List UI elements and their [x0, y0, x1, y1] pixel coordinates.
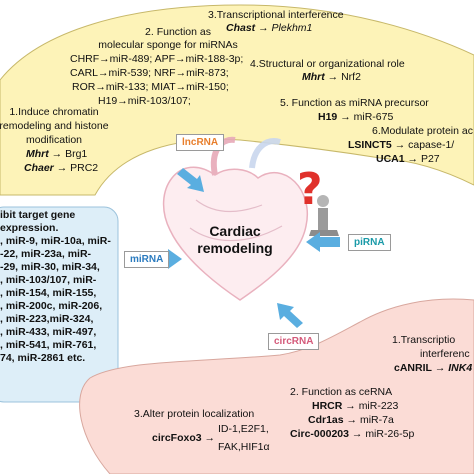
circ-f2-row-3: Circ-000203 → miR-26-5p — [290, 428, 414, 441]
target: capase-1/ — [408, 139, 455, 151]
arrow-circrna-icon — [277, 303, 303, 328]
lnc-f1-row-2: Chaer → PRC2 — [24, 162, 98, 175]
circ-f2-title: 2. Function as ceRNA — [290, 386, 393, 398]
question-mark-icon: ? — [297, 164, 323, 215]
lnc-f1-title-3: modification — [25, 134, 83, 146]
mirna-box — [0, 206, 119, 403]
arrow-pirna-icon — [306, 232, 340, 252]
gene: UCA1 — [376, 153, 405, 165]
lnc-f2-row-3: ROR→miR-133; MIAT→miR-150; — [72, 81, 229, 93]
arrow: → — [56, 162, 68, 174]
lnc-f6-title: 6.Modulate protein ac — [372, 125, 473, 137]
gene: cANRIL — [394, 362, 432, 374]
target: miR-26-5p — [365, 428, 415, 440]
target: INK4 — [448, 362, 473, 374]
arrow: → — [327, 71, 339, 83]
mirna-line: ibit target gene — [0, 209, 76, 221]
gene: Mhrt — [26, 148, 49, 160]
mirna-line: , miR-541, miR-761, — [0, 339, 97, 351]
circ-f2-row-2: Cdr1as → miR-7a — [308, 414, 394, 427]
target: miR-7a — [359, 414, 394, 426]
gene: Circ-000203 — [290, 428, 349, 440]
lnc-f5-row: H19 → miR-675 — [318, 111, 393, 124]
lnc-f1-row-1: Mhrt → Brg1 — [26, 148, 87, 161]
arrow: → — [51, 148, 63, 160]
gene: Chaer — [24, 162, 54, 174]
arrow: → — [351, 428, 363, 440]
circ-f2-row-1: HRCR → miR-223 — [312, 400, 398, 413]
arrow: → — [345, 400, 356, 412]
mirna-label: miRNA — [124, 251, 170, 268]
lnc-f2-row-4: H19→miR-103/107; — [98, 95, 191, 107]
pirna-label: piRNA — [348, 234, 391, 251]
gene: Mhrt — [302, 71, 325, 83]
circ-f3-target-1: ID-1,E2F1, — [218, 423, 269, 435]
circ-f3-row: circFoxo3 → — [152, 432, 215, 445]
circrna-band — [79, 298, 474, 474]
gene: LSINCT5 — [348, 139, 392, 151]
mirna-line: , miR-223,miR-324, — [0, 313, 94, 325]
arrow: → — [258, 22, 269, 34]
arrow: → — [204, 432, 216, 444]
gene: H19 — [318, 111, 338, 123]
lncrna-label: lncRNA — [176, 134, 225, 151]
lnc-f4-title: 4.Structural or organizational role — [250, 58, 405, 70]
circ-f1-title-1: 1.Transcriptio — [392, 334, 456, 346]
lnc-f1-title-1: 1.Induce chromatin — [9, 106, 99, 118]
circ-f1-title-2: interferenc — [420, 348, 470, 360]
arrow: → — [394, 139, 406, 151]
lnc-f1-title-2: remodeling and histone — [0, 120, 109, 132]
lnc-f3-row: Chast → Plekhm1 — [226, 22, 312, 35]
lnc-f4-row: Mhrt → Nrf2 — [302, 71, 361, 84]
circ-f1-row: cANRIL → INK4 — [394, 362, 472, 375]
target: PRC2 — [70, 162, 99, 174]
mirna-line: , miR-103/107, miR- — [0, 274, 97, 286]
mirna-line: , miR-9, miR-10a, miR- — [0, 235, 111, 247]
mirna-line: , miR-433, miR-497, — [0, 326, 97, 338]
mirna-line: , miR-154, miR-155, — [0, 287, 97, 299]
gene: Chast — [226, 22, 256, 34]
circ-f3-title: 3.Alter protein localization — [134, 408, 255, 420]
mirna-list: ibit target gene expression. , miR-9, mi… — [0, 209, 118, 365]
lnc-f5-title: 5. Function as miRNA precursor — [280, 97, 429, 109]
arrow: → — [340, 111, 351, 123]
target: Plekhm1 — [271, 22, 313, 34]
gene: HRCR — [312, 400, 343, 412]
lnc-f6-row-1: LSINCT5 → capase-1/ — [348, 139, 454, 152]
mirna-line: expression. — [0, 222, 59, 234]
mirna-line: -22, miR-23a, miR- — [0, 248, 92, 260]
lnc-f2-row-1: CHRF→miR-489; APF→miR-188-3p; — [70, 53, 244, 65]
center-title-line-2: remodeling — [197, 240, 273, 256]
circ-f3-target-2: FAK,HIF1α — [218, 441, 270, 453]
mirna-line: -29, miR-30, miR-34, — [0, 261, 100, 273]
lnc-f2-title-1: 2. Function as — [145, 26, 211, 38]
gene: circFoxo3 — [152, 432, 202, 444]
mirna-line: 74, miR-2861 etc. — [0, 352, 86, 364]
circrna-label: circRNA — [268, 333, 320, 350]
arrow: → — [407, 153, 419, 165]
mirna-line: , miR-200c, miR-206, — [0, 300, 103, 312]
gene: Cdr1as — [308, 414, 344, 426]
arrow: → — [434, 362, 446, 374]
lnc-f2-title-2: molecular sponge for miRNAs — [98, 39, 238, 51]
heart-illustration — [162, 136, 309, 301]
lnc-f2-row-2: CARL→miR-539; NRF→miR-873; — [70, 67, 229, 79]
center-title-line-1: Cardiac — [209, 223, 261, 239]
arrow-lncrna-icon — [177, 168, 204, 192]
target: P27 — [420, 153, 440, 165]
target: Nrf2 — [341, 71, 361, 83]
lnc-f3-title: 3.Transcriptional interference — [208, 9, 344, 21]
target: Brg1 — [65, 148, 88, 160]
lnc-f6-row-2: UCA1 → P27 — [376, 153, 440, 166]
target: miR-675 — [353, 111, 394, 123]
target: miR-223 — [358, 400, 399, 412]
arrow: → — [346, 414, 358, 426]
